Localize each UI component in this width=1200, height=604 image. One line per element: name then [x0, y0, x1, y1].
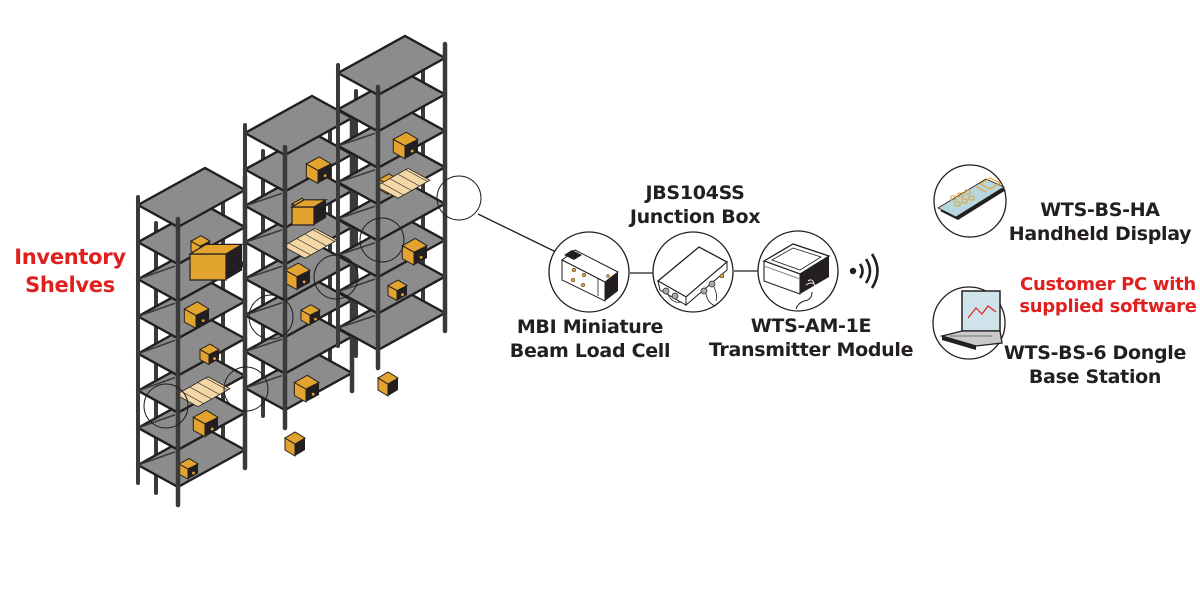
- handheld-display-icon: [933, 164, 1007, 238]
- label-line: MBI Miniature: [516, 316, 664, 338]
- label-line: Junction Box: [629, 206, 761, 228]
- laptop-icon: [932, 286, 1006, 360]
- customer-pc-label: Customer PC with supplied software: [1010, 274, 1200, 318]
- junction-box-icon: [652, 231, 734, 313]
- cable-line: [477, 213, 557, 253]
- beam-load-cell-icon: [548, 231, 630, 313]
- load-cell-label: MBI Miniature Beam Load Cell: [500, 315, 680, 363]
- label-line: WTS-BS-HA: [1040, 199, 1160, 221]
- label-line: Base Station: [1028, 366, 1162, 388]
- label-line: JBS104SS: [645, 182, 745, 204]
- wireless-signal-icon: [849, 253, 879, 289]
- transmitter-module-icon: [757, 230, 839, 312]
- transmitter-label: WTS-AM-1E Transmitter Module: [706, 314, 916, 362]
- label-line: WTS-AM-1E: [750, 315, 872, 337]
- label-line: Shelves: [25, 273, 115, 297]
- highlight-circles: [143, 175, 482, 429]
- label-line: Beam Load Cell: [509, 340, 671, 362]
- inventory-shelves-label: Inventory Shelves: [0, 243, 140, 299]
- label-line: Inventory: [14, 245, 126, 269]
- shelf-rack: [242, 94, 355, 457]
- box: [187, 243, 245, 281]
- label-line: supplied software: [1019, 296, 1197, 317]
- inventory-shelves: [135, 34, 448, 508]
- dongle-label: WTS-BS-6 Dongle Base Station: [1000, 341, 1190, 389]
- handheld-label: WTS-BS-HA Handheld Display: [1005, 198, 1195, 246]
- label-line: Customer PC with: [1020, 274, 1196, 295]
- box: [289, 199, 329, 226]
- shelf-rack: [335, 34, 448, 397]
- label-line: Handheld Display: [1008, 223, 1192, 245]
- shelf-rack: [135, 166, 248, 508]
- junction-box-label: JBS104SS Junction Box: [605, 181, 785, 229]
- label-line: Transmitter Module: [708, 339, 914, 361]
- label-line: WTS-BS-6 Dongle: [1003, 342, 1187, 364]
